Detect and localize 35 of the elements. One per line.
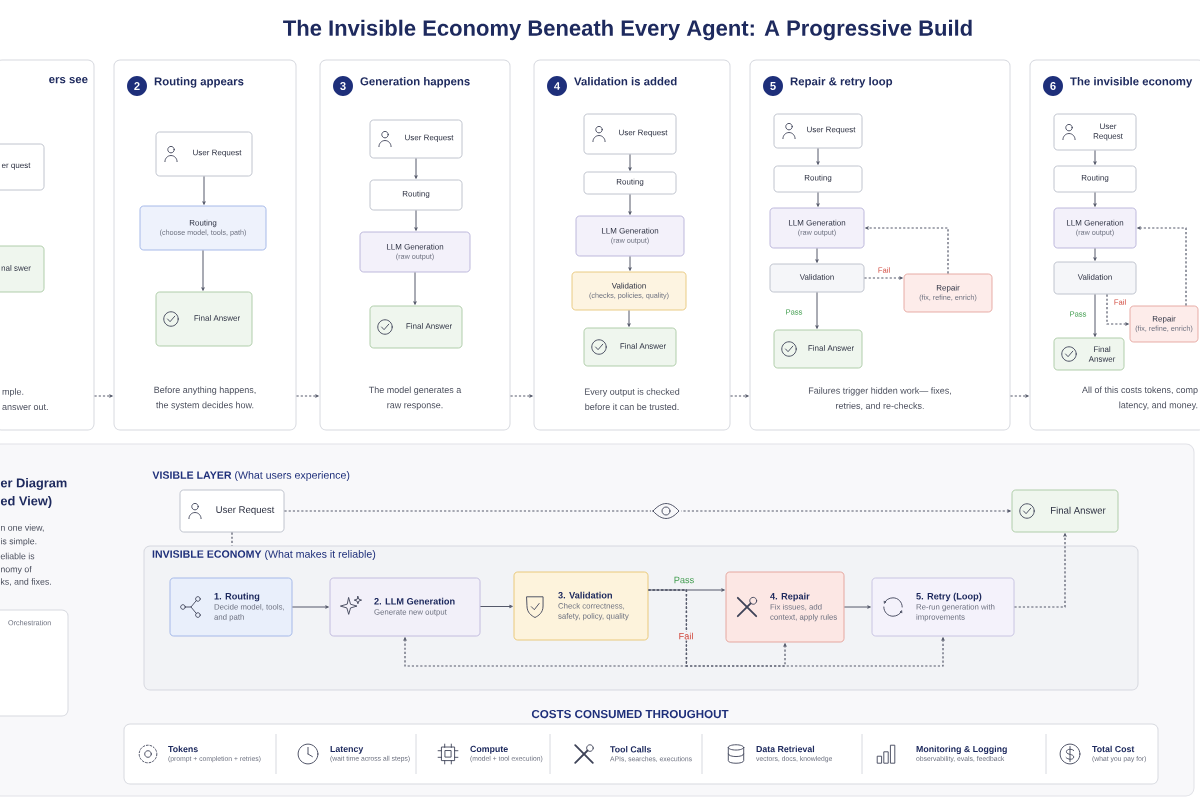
arrow	[1093, 293, 1097, 337]
arrow	[647, 588, 725, 592]
arrow	[865, 226, 949, 275]
arrow	[413, 271, 417, 305]
arrow	[1106, 293, 1129, 326]
diagram-title: The Invisible Economy Beneath Every Agent: A Progressive Build	[283, 19, 972, 41]
connector-line	[231, 531, 233, 547]
arrow	[863, 276, 903, 280]
arrow	[93, 394, 113, 398]
arrow	[1137, 226, 1187, 307]
arrow	[202, 175, 206, 205]
arrow	[815, 291, 819, 329]
arrow	[729, 394, 749, 398]
arrow	[816, 191, 820, 207]
arrow	[843, 605, 871, 609]
arrow	[479, 604, 513, 609]
arrow	[816, 147, 820, 165]
arrow	[1093, 191, 1097, 207]
arrow	[627, 309, 631, 327]
arrow	[628, 193, 632, 215]
arrow	[1009, 394, 1029, 398]
arrow	[414, 157, 418, 179]
arrow	[414, 209, 418, 231]
arrow	[283, 509, 1011, 513]
arrow	[509, 394, 533, 398]
arrow	[815, 247, 819, 263]
arrow	[1013, 533, 1067, 608]
arrow	[1093, 149, 1097, 165]
arrow	[628, 255, 632, 271]
arrow	[295, 394, 319, 398]
arrow	[291, 605, 329, 609]
arrow	[647, 589, 945, 667]
arrow	[628, 153, 632, 171]
arrow	[201, 249, 205, 291]
arrow	[1093, 247, 1097, 261]
